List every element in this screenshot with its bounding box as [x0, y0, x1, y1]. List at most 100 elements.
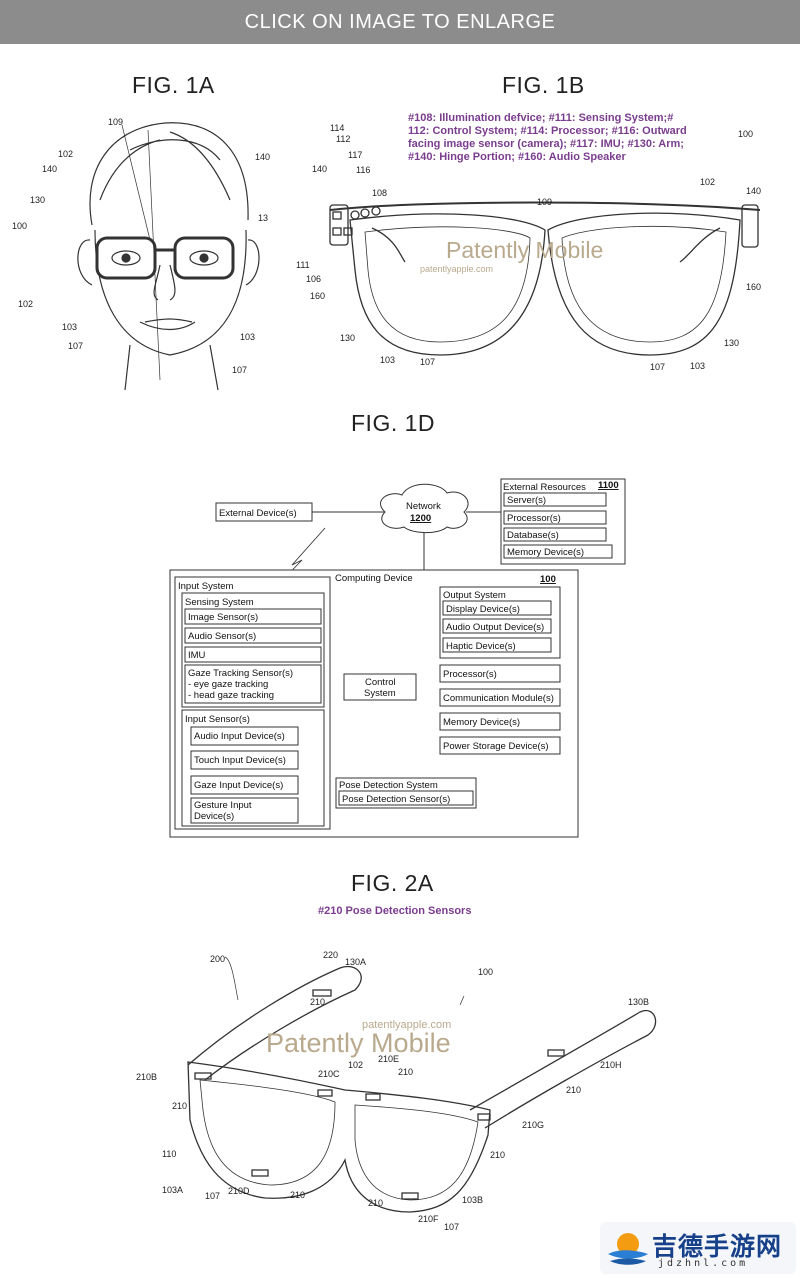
svg-text:103: 103	[380, 355, 395, 365]
svg-text:Processor(s): Processor(s)	[507, 513, 561, 524]
svg-text:100: 100	[738, 129, 753, 139]
svg-text:Gaze Input Device(s): Gaze Input Device(s)	[194, 780, 283, 791]
svg-text:Computing Device: Computing Device	[335, 573, 413, 584]
svg-text:103: 103	[240, 332, 255, 342]
lens-left-outline	[349, 213, 546, 356]
svg-text:Database(s): Database(s)	[507, 530, 559, 541]
fig-1d-diagram: External Device(s) Network 1200 External…	[169, 478, 626, 838]
svg-text:210: 210	[310, 997, 325, 1007]
ear-right	[245, 239, 260, 286]
svg-text:109: 109	[537, 197, 552, 207]
logo-sun-icon	[608, 1233, 648, 1265]
svg-text:System: System	[364, 688, 396, 699]
svg-text:107: 107	[420, 357, 435, 367]
svg-text:210F: 210F	[418, 1214, 439, 1224]
enlarge-banner[interactable]: CLICK ON IMAGE TO ENLARGE	[0, 0, 800, 44]
sensor-box	[332, 227, 342, 236]
svg-text:210G: 210G	[522, 1120, 544, 1130]
svg-text:103B: 103B	[462, 1195, 483, 1205]
svg-text:210H: 210H	[600, 1060, 622, 1070]
lens-right	[173, 236, 235, 280]
neck	[124, 344, 219, 391]
lens-left-inner	[364, 226, 531, 343]
lens-left	[95, 236, 157, 280]
front-frame	[187, 1061, 491, 1213]
svg-text:109: 109	[108, 117, 123, 127]
svg-text:140: 140	[312, 164, 327, 174]
svg-text:140: 140	[255, 152, 270, 162]
svg-text:111: 111	[296, 260, 310, 270]
svg-text:107: 107	[444, 1222, 459, 1232]
eye-left	[111, 250, 141, 266]
svg-text:IMU: IMU	[188, 650, 206, 661]
fig-2a-drawing	[187, 956, 657, 1213]
svg-text:Sensing System: Sensing System	[185, 597, 254, 608]
svg-text:102: 102	[348, 1060, 363, 1070]
svg-text:117: 117	[348, 150, 362, 160]
svg-text:13: 13	[258, 213, 268, 223]
svg-text:Server(s): Server(s)	[507, 495, 546, 506]
lens-a	[199, 1079, 336, 1186]
svg-text:210E: 210E	[378, 1054, 399, 1064]
svg-text:100: 100	[540, 574, 556, 585]
fig-1b-labels: 114 112 117 116 108 140 111 106 160 130 …	[296, 123, 761, 372]
svg-text:103A: 103A	[162, 1185, 183, 1195]
svg-text:Audio Output Device(s): Audio Output Device(s)	[446, 622, 544, 633]
svg-text:110: 110	[162, 1149, 176, 1159]
watermark-2a: Patently Mobile	[266, 1028, 451, 1058]
svg-text:Pose Detection Sensor(s): Pose Detection Sensor(s)	[342, 794, 450, 805]
svg-text:210D: 210D	[228, 1186, 250, 1196]
svg-text:210C: 210C	[318, 1069, 340, 1079]
fig-1b-note: #108: Illumination defvice; #111: Sensin…	[408, 112, 687, 164]
svg-text:Pose Detection System: Pose Detection System	[339, 780, 438, 791]
svg-text:210B: 210B	[136, 1072, 157, 1082]
svg-text:210: 210	[290, 1190, 305, 1200]
svg-text:102: 102	[18, 299, 33, 309]
fig-2a-labels: 200 220 130A 210 100 130B 210B 210 210C …	[136, 950, 649, 1232]
svg-text:107: 107	[232, 365, 247, 375]
svg-text:Image Sensor(s): Image Sensor(s)	[188, 612, 258, 623]
svg-text:Processor(s): Processor(s)	[443, 669, 497, 680]
svg-text:160: 160	[746, 282, 761, 292]
svg-text:Haptic Device(s): Haptic Device(s)	[446, 641, 516, 652]
svg-text:107: 107	[650, 362, 665, 372]
watermark-url-2a: patentlyapple.com	[362, 1019, 451, 1031]
svg-text:103: 103	[62, 322, 77, 332]
svg-text:140: 140	[42, 164, 57, 174]
svg-text:107: 107	[68, 341, 83, 351]
sensor-box	[332, 211, 342, 220]
temple-arm	[371, 227, 721, 263]
svg-text:100: 100	[478, 967, 493, 977]
arm-left	[187, 965, 362, 1081]
svg-text:Device(s): Device(s)	[194, 811, 234, 822]
fig-1a-drawing	[77, 122, 260, 391]
logo-domain: jdzhnl.com	[658, 1258, 749, 1269]
svg-text:103: 103	[690, 361, 705, 371]
svg-text:Output System: Output System	[443, 590, 506, 601]
hair-outline	[89, 122, 249, 226]
note-line: #140: Hinge Portion; #160: Audio Speaker	[408, 151, 626, 163]
svg-text:160: 160	[310, 291, 325, 301]
site-logo[interactable]: 吉德手游网 jdzhnl.com	[600, 1222, 796, 1274]
svg-text:210: 210	[398, 1067, 413, 1077]
control-system-box	[343, 673, 417, 701]
svg-text:Audio Sensor(s): Audio Sensor(s)	[188, 631, 256, 642]
sensor-box	[343, 227, 353, 236]
fig-2a-note: #210 Pose Detection Sensors	[318, 905, 472, 917]
svg-text:Control: Control	[365, 677, 396, 688]
svg-text:Memory Device(s): Memory Device(s)	[443, 717, 520, 728]
fig-1b-title: FIG. 1B	[502, 72, 585, 98]
note-line: 112: Control System; #114: Processor; #1…	[408, 125, 687, 137]
watermark-url-1b: patentlyapple.com	[420, 264, 493, 274]
svg-text:Memory Device(s): Memory Device(s)	[507, 547, 584, 558]
svg-text:- head gaze tracking: - head gaze tracking	[188, 690, 274, 701]
hinge-left	[329, 204, 349, 246]
svg-text:130B: 130B	[628, 997, 649, 1007]
lens-right-outline	[547, 212, 741, 356]
mouth	[139, 318, 196, 331]
note-line: facing image sensor (camera); #117: IMU;…	[408, 138, 684, 150]
network-cloud	[379, 483, 469, 534]
note-line: #108: Illumination defvice; #111: Sensin…	[408, 112, 674, 124]
svg-text:130: 130	[30, 195, 45, 205]
